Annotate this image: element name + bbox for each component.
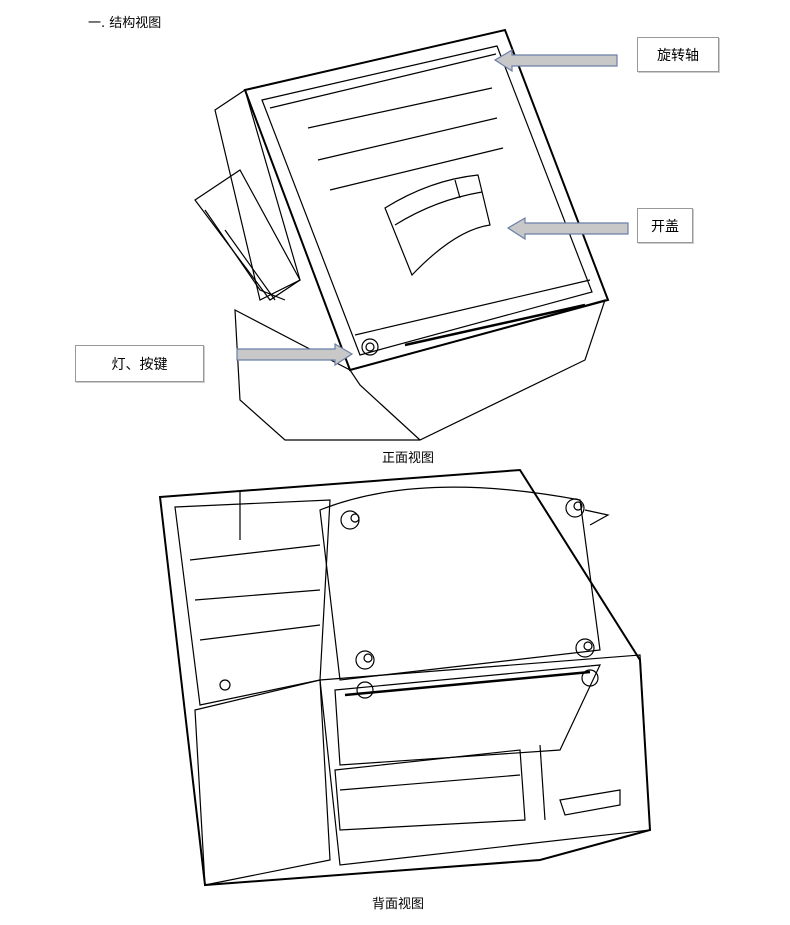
caption-back-view: 背面视图 — [372, 897, 425, 912]
label-light-button: 灯、按键 — [75, 345, 204, 382]
caption-front-view: 正面视图 — [382, 451, 435, 466]
back-view-drawing — [158, 468, 652, 887]
section-heading: 一. 结构视图 — [88, 16, 162, 31]
arrow-light-button — [236, 342, 354, 367]
label-rotation-axis: 旋转轴 — [637, 37, 719, 72]
arrow-open-cover — [506, 216, 629, 241]
label-open-cover: 开盖 — [637, 208, 693, 243]
arrow-rotation-axis — [493, 48, 618, 73]
front-view-drawing — [194, 28, 610, 441]
